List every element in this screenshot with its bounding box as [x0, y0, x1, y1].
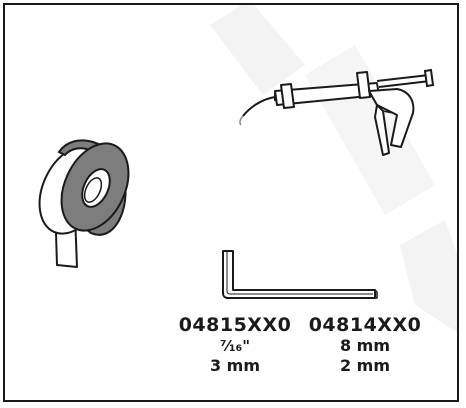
size-metric: 3 mm — [209, 356, 261, 375]
spec-column-04814: 04814XX0 8 mm 2 mm — [305, 314, 425, 376]
parts-panel: 04815XX0 ⁷⁄₁₆" 3 mm 04814XX0 8 mm 2 mm — [3, 3, 459, 402]
size-imperial: ⁷⁄₁₆" — [219, 337, 251, 355]
size-imperial: 8 mm — [339, 336, 391, 355]
size-metric: 2 mm — [339, 356, 391, 375]
caulking-gun-icon — [239, 68, 435, 156]
part-code: 04815XX0 — [178, 314, 292, 336]
tape-roll-icon — [38, 139, 130, 268]
hex-key-icon — [222, 250, 378, 299]
part-code: 04814XX0 — [308, 314, 422, 336]
spec-column-04815: 04815XX0 ⁷⁄₁₆" 3 mm — [175, 314, 295, 376]
